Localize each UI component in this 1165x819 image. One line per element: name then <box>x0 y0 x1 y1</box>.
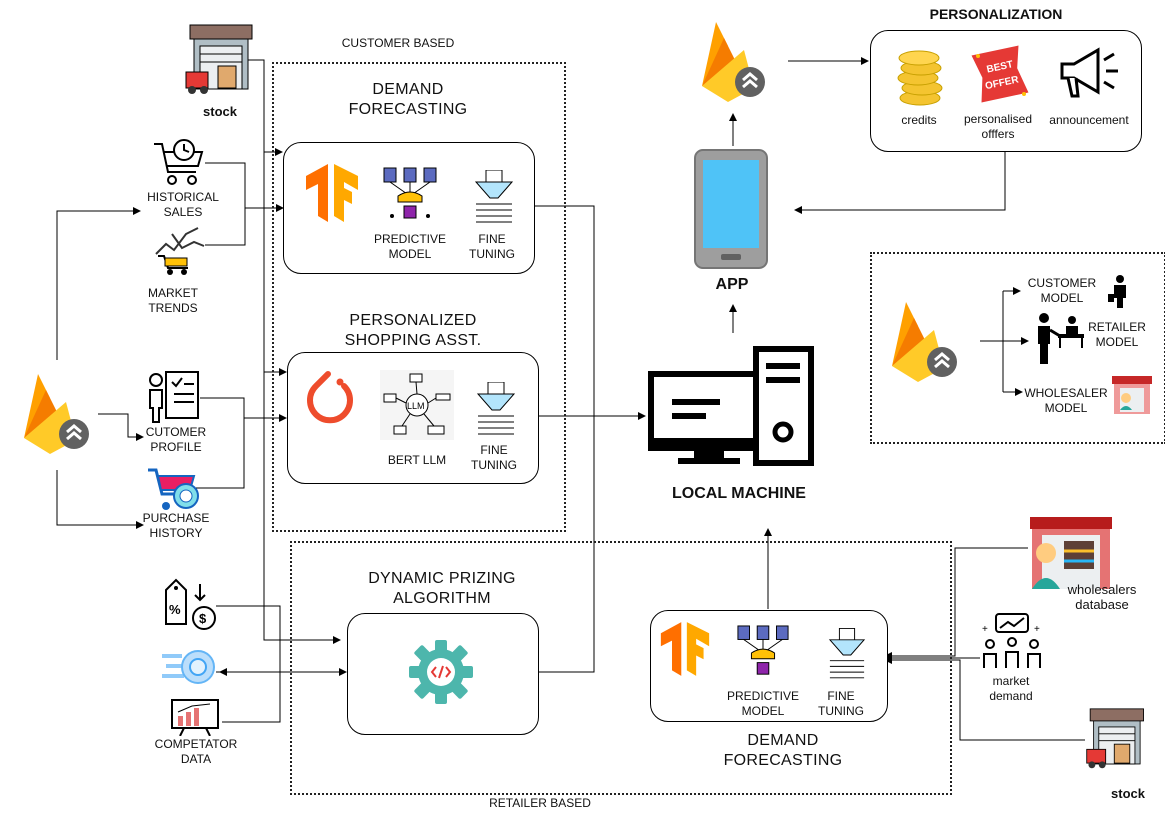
customer-model-label: CUSTOMER MODEL <box>1027 276 1097 305</box>
llm-tag: LLM <box>407 401 425 411</box>
llm-network-icon: LLM <box>380 370 454 440</box>
firebase-icon <box>892 302 957 382</box>
market-demand-label: market demand <box>989 674 1033 703</box>
pytorch-icon <box>307 371 353 424</box>
personalization-title: PERSONALIZATION <box>929 6 1063 22</box>
purchase-history-label: PURCHASE HISTORY <box>142 511 210 540</box>
market-demand-icon: + + <box>982 613 1041 668</box>
predictive-model-bottom-label: PREDICTIVE MODEL <box>726 689 799 718</box>
customer-based-region <box>272 62 566 532</box>
pricing-title: DYNAMIC PRIZING ALGORITHM <box>368 570 516 607</box>
stock-bottom-label: stock <box>1111 786 1145 801</box>
customer-profile-label: CUTOMER PROFILE <box>145 425 207 454</box>
best-offer-badge-icon: BEST OFFER <box>971 45 1029 103</box>
funnel-icon <box>828 628 866 679</box>
megaphone-icon <box>1060 47 1118 98</box>
warehouse-forklift-icon <box>1086 708 1144 769</box>
market-trends-label: MARKET TRENDS <box>147 286 198 315</box>
announcement-label: announcement <box>1049 113 1129 127</box>
predictive-model-top-label: PREDICTIVE MODEL <box>373 232 446 261</box>
customer-based-label: CUSTOMER BASED <box>341 36 455 50</box>
bert-llm-label: BERT LLM <box>387 453 447 467</box>
svg-text:$: $ <box>199 611 207 626</box>
wholesaler-shop-icon <box>1112 376 1152 414</box>
tensorflow-icon <box>660 622 710 676</box>
shopping-asst-title: PERSONALIZED SHOPPING ASST. <box>344 312 482 349</box>
local-machine-label: LOCAL MACHINE <box>672 485 806 502</box>
demand-forecasting-top-title: DEMAND FORECASTING <box>348 81 468 118</box>
best-offer-top: BEST <box>986 59 1014 75</box>
tablet-app-icon <box>694 149 768 269</box>
coins-icon <box>897 50 943 106</box>
wholesaler-model-label: WHOLESALER MODEL <box>1024 386 1108 415</box>
svg-text:%: % <box>169 602 181 617</box>
wholesalers-database-label: wholesalers database <box>1067 582 1137 612</box>
funnel-icon <box>474 170 514 223</box>
tensorflow-icon <box>306 164 358 222</box>
customer-person-icon <box>1108 275 1126 308</box>
historical-sales-label: HISTORICAL SALES <box>147 190 219 219</box>
gear-code-icon <box>409 640 473 704</box>
retailer-based-region <box>290 541 952 795</box>
demand-forecasting-bottom-title: DEMAND FORECASTING <box>723 732 843 769</box>
firebase-icon <box>24 374 89 454</box>
firebase-icon <box>702 22 765 102</box>
retailer-based-label: RETAILER BASED <box>489 796 591 810</box>
customer-profile-icon <box>149 371 199 423</box>
presentation-board-icon <box>171 699 219 736</box>
predictive-model-icon <box>383 167 437 219</box>
shopping-cart-clock-icon <box>154 139 204 185</box>
purchase-history-icon <box>148 468 199 510</box>
credits-label: credits <box>901 113 937 127</box>
data-stream-icon <box>162 650 215 684</box>
svg-text:+: + <box>982 624 988 635</box>
offers-label: personalised offfers <box>963 112 1033 141</box>
market-trends-icon <box>155 227 205 275</box>
price-tag-icon: % $ <box>165 578 216 630</box>
desktop-computer-icon <box>648 346 814 466</box>
wholesale-shop-icon <box>1030 517 1112 589</box>
app-label: APP <box>715 276 749 293</box>
fine-tuning-asst-label: FINE TUNING <box>471 443 517 472</box>
warehouse-forklift-icon <box>185 24 253 94</box>
competitor-data-label: COMPETATOR DATA <box>154 737 238 766</box>
predictive-model-icon <box>737 625 789 675</box>
fine-tuning-bottom-label: FINE TUNING <box>818 689 864 718</box>
stock-top-label: stock <box>203 104 237 119</box>
funnel-icon <box>476 382 516 435</box>
retailer-model-label: RETAILER MODEL <box>1088 320 1146 349</box>
retailer-counter-icon <box>1038 313 1084 364</box>
svg-text:+: + <box>1034 624 1040 635</box>
fine-tuning-top-label: FINE TUNING <box>469 232 515 261</box>
